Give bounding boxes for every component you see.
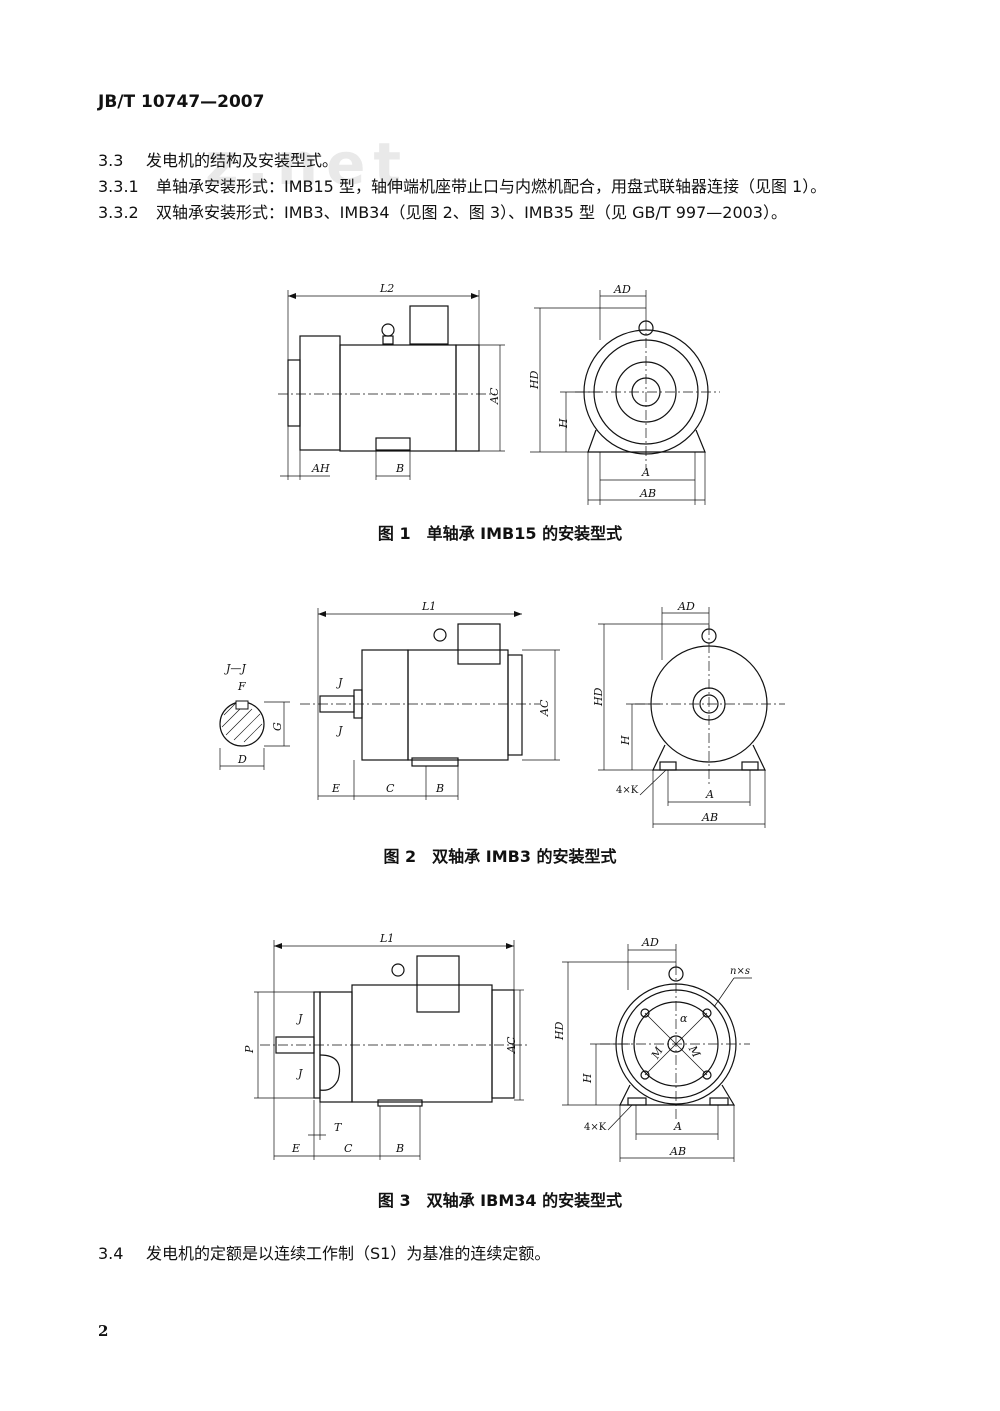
label-J-bottom: J [296,1067,303,1080]
page-number: 2 [98,1322,109,1340]
dim-AH: AH [311,462,330,475]
label-alpha: α [680,1012,688,1025]
section-text: 发电机的定额是以连续工作制（S1）为基准的连续定额。 [146,1244,551,1263]
dim-C: C [386,782,395,795]
figure-3-drawing: L1 P J J AC T E C B [243,932,752,1162]
section-text: 双轴承安装形式：IMB3、IMB34（见图 2、图 3）、IMB35 型（见 G… [156,203,787,222]
dim-B: B [435,782,444,795]
dim-A: A [673,1120,682,1133]
section-text: 发电机的结构及安装型式。 [146,151,339,170]
dim-G: G [271,722,284,731]
dim-L1: L1 [379,932,394,945]
label-M-left: M [648,1044,666,1062]
dim-A: A [641,466,650,479]
section-number: 3.3.2 [98,203,139,222]
dim-L2: L2 [379,282,394,295]
label-M-right: M [685,1043,703,1061]
section-number: 3.3.1 [98,177,139,196]
dim-D: D [237,753,247,766]
dim-E: E [291,1142,300,1155]
figure-1-drawing: L2 AC B AH AD HD [278,282,720,505]
section-number: 3.3 [98,151,124,170]
dim-AC: AC [505,1036,518,1054]
section-text: 单轴承安装形式：IMB15 型，轴伸端机座带止口与内燃机配合，用盘式联轴器连接（… [156,177,827,196]
dim-AD: AD [677,600,695,613]
dim-A: A [705,788,714,801]
section-3-4: 3.4 发电机的定额是以连续工作制（S1）为基准的连续定额。 [98,1240,550,1264]
dim-HD: HD [553,1021,566,1041]
label-J-J: J—J [224,662,246,675]
dim-H: H [557,418,570,429]
dim-T: T [334,1121,343,1134]
dim-AC: AC [538,699,551,717]
dim-P: P [243,1045,256,1054]
section-3-3-1: 3.3.1 单轴承安装形式：IMB15 型，轴伸端机座带止口与内燃机配合，用盘式联… [98,173,826,197]
dim-HD: HD [528,370,541,390]
section-3-3: 3.3 发电机的结构及安装型式。 [98,147,338,171]
label-J-bottom: J [336,724,343,737]
dim-C: C [344,1142,353,1155]
section-3-3-2: 3.3.2 双轴承安装形式：IMB3、IMB34（见图 2、图 3）、IMB35 … [98,199,787,223]
dim-B: B [395,1142,404,1155]
standard-code: JB/T 10747—2007 [98,92,265,112]
dim-H: H [619,735,632,746]
dim-E: E [331,782,340,795]
dim-H: H [581,1073,594,1084]
watermark: z.net [205,130,410,198]
figure-1-caption: 图 1 单轴承 IMB15 的安装型式 [377,524,623,543]
dim-AB: AB [701,811,718,824]
dim-4xK: 4×K [584,1122,607,1133]
dim-AB: AB [669,1145,686,1158]
label-J-top: J [296,1012,303,1025]
dim-L1: L1 [421,600,436,613]
label-J-top: J [336,676,343,689]
dim-AB: AB [639,487,656,500]
dim-4xK: 4×K [616,785,639,796]
figure-2-caption: 图 2 双轴承 IMB3 的安装型式 [383,847,617,866]
label-n-x-s: n×s [730,966,750,977]
dim-AD: AD [613,283,631,296]
dim-AC: AC [488,387,501,405]
dim-B: B [395,462,404,475]
dim-F: F [237,680,246,693]
figure-3-caption: 图 3 双轴承 IBM34 的安装型式 [377,1191,623,1210]
section-number: 3.4 [98,1244,124,1263]
dim-HD: HD [592,687,605,707]
dim-AD: AD [641,936,659,949]
figure-2-drawing: J—J F D G L1 J J AC [219,600,785,828]
